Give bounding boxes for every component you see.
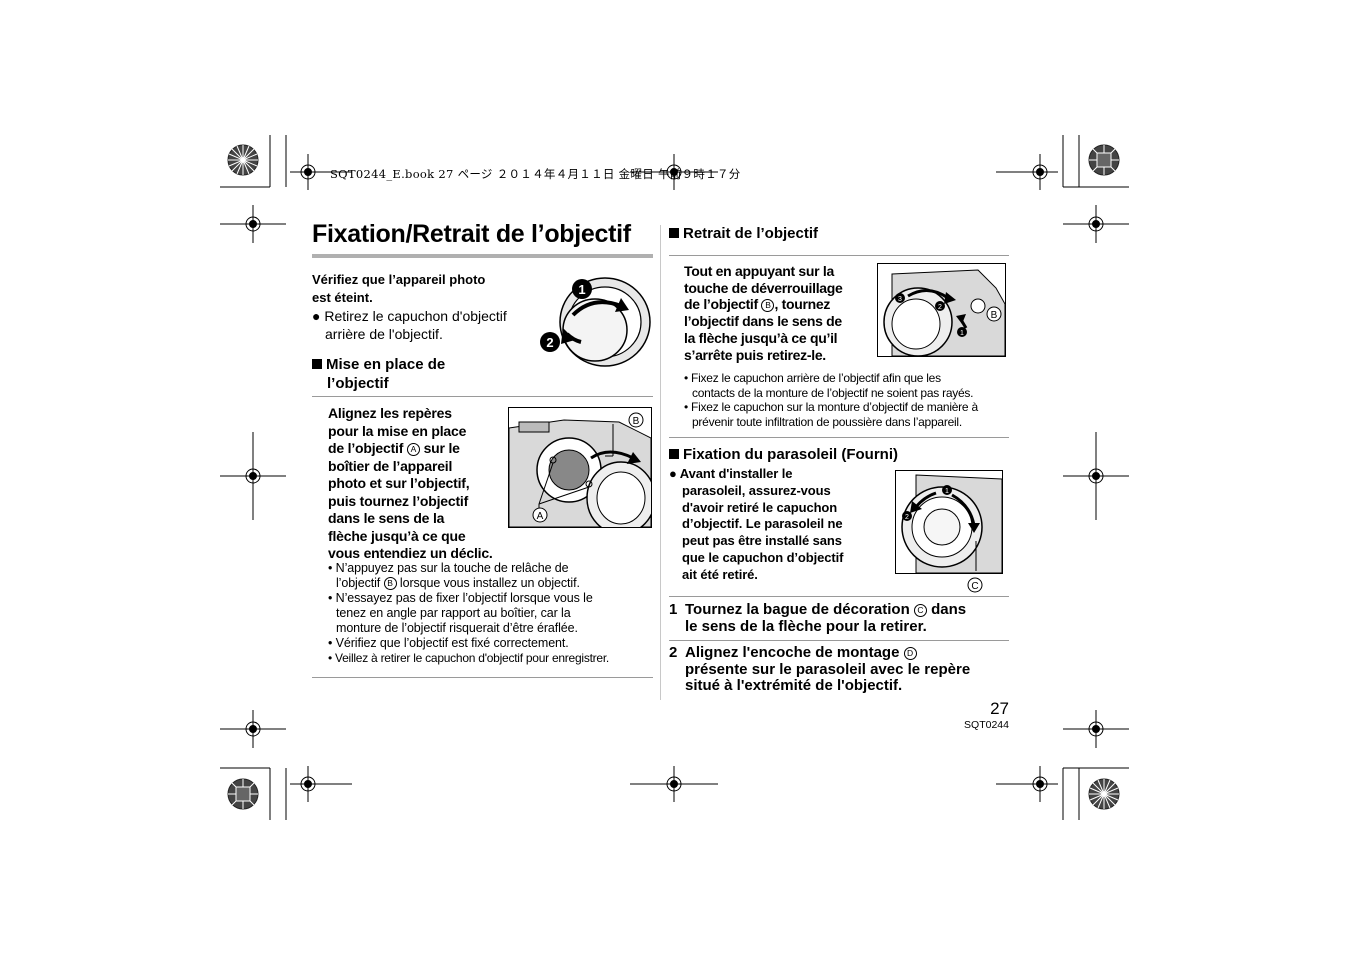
mount-lens-step: Alignez les repères pour la mise en plac… [328, 405, 493, 561]
mark-b-icon: B [383, 577, 397, 590]
hood-bullet: ● Avant d'installer le parasoleil, assur… [669, 466, 844, 582]
mark-c-label-icon: C [967, 577, 983, 593]
svg-text:2: 2 [905, 514, 909, 521]
mark-d-icon: D [903, 647, 917, 660]
divider [669, 596, 1009, 597]
step-marker-2: 2 [546, 335, 553, 350]
check-off-instruction: Vérifiez que l’appareil photo est éteint… [312, 272, 486, 305]
svg-text:2: 2 [938, 304, 942, 311]
mark-b-icon: B [761, 299, 775, 313]
title-underline [312, 254, 653, 258]
mark-b-label: B [991, 310, 998, 321]
svg-text:C: C [971, 581, 978, 592]
square-bullet-icon [669, 449, 679, 459]
mount-lens-illustration: B A [508, 407, 652, 528]
print-header: SQT0244_E.book 27 ページ ２０１４年４月１１日 金曜日 午前９… [330, 167, 741, 181]
square-bullet-icon [669, 228, 679, 238]
page-number: 27 [990, 699, 1009, 718]
mark-a-icon: A [406, 443, 420, 456]
divider [312, 677, 653, 678]
mark-b-label: B [633, 416, 640, 427]
divider [669, 640, 1009, 641]
mark-c-icon: C [913, 604, 927, 617]
svg-text:3: 3 [898, 296, 902, 303]
column-divider [660, 225, 661, 700]
rear-cap-illustration: 1 2 [540, 277, 651, 367]
square-bullet-icon [312, 359, 322, 369]
svg-text:1: 1 [945, 488, 949, 495]
remove-lens-illustration: 3 2 1 B [877, 263, 1006, 357]
divider [312, 396, 653, 397]
svg-text:1: 1 [960, 330, 964, 337]
step-marker-1: 1 [578, 282, 585, 297]
document-code: SQT0244 [964, 719, 1009, 731]
mount-lens-heading: Mise en place de l’objectif [312, 355, 445, 393]
decoration-ring-illustration: 1 2 [895, 470, 1003, 574]
remove-lens-heading: Retrait de l’objectif [669, 224, 818, 243]
remove-lens-step: Tout en appuyant sur la touche de déverr… [684, 263, 843, 363]
mount-lens-notes: • N’appuyez pas sur la touche de relâche… [328, 561, 609, 665]
remove-rear-cap-bullet: ● Retirez le capuchon d'objectif arrière… [312, 308, 507, 342]
remove-lens-notes: • Fixez le capuchon arrière de l’objecti… [684, 371, 978, 429]
divider [669, 255, 1009, 256]
mark-a-label: A [537, 511, 544, 522]
hood-heading: Fixation du parasoleil (Fourni) [669, 445, 898, 464]
page-title: Fixation/Retrait de l’objectif [312, 220, 631, 248]
divider [669, 437, 1009, 438]
